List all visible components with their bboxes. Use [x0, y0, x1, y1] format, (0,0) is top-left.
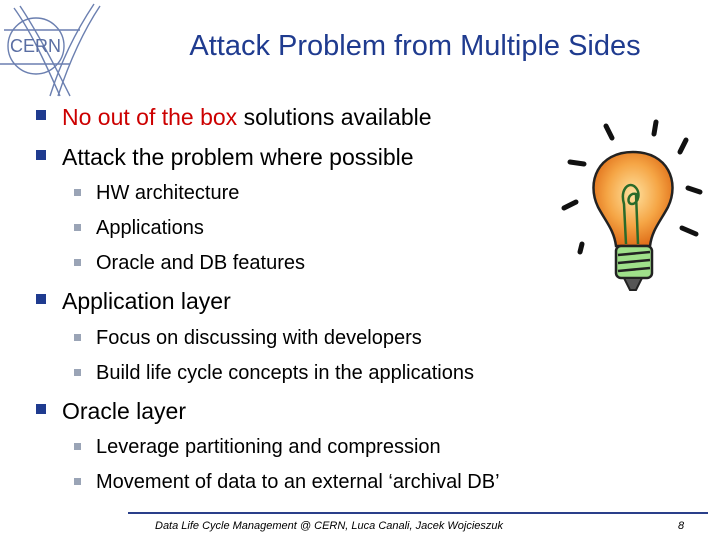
bullet-square-icon [36, 294, 46, 304]
sub-bullet: Build life cycle concepts in the applica… [74, 362, 474, 385]
sub-bullet-square-icon [74, 189, 81, 196]
bullet-3-text: Application layer [62, 288, 231, 314]
cern-logo-text: CERN [10, 36, 61, 56]
sub-bullet: Focus on discussing with developers [74, 327, 422, 350]
sub-bullet-square-icon [74, 443, 81, 450]
sub-bullet-text: Focus on discussing with developers [96, 327, 422, 349]
sub-bullet-text: Oracle and DB features [96, 252, 305, 274]
sub-bullet-square-icon [74, 369, 81, 376]
bullet-1-text: solutions available [237, 104, 432, 130]
sub-bullet-square-icon [74, 334, 81, 341]
sub-bullet: Leverage partitioning and compression [74, 436, 441, 459]
bullet-3: Application layer [36, 288, 231, 315]
bullet-4-text: Oracle layer [62, 398, 186, 424]
slide-title: Attack Problem from Multiple Sides [189, 30, 641, 62]
bullet-1-highlight: No out of the box [62, 104, 238, 130]
sub-bullet-text: Movement of data to an external ‘archiva… [96, 471, 500, 493]
footer-divider [128, 512, 708, 514]
sub-bullet: Oracle and DB features [74, 252, 305, 275]
bullet-2: Attack the problem where possible [36, 144, 414, 171]
cern-logo-icon: CERN [0, 3, 101, 97]
sub-bullet-square-icon [74, 224, 81, 231]
footer-text: Data Life Cycle Management @ CERN, Luca … [155, 520, 504, 532]
bullet-1: No out of the box solutions available [36, 104, 432, 131]
sub-bullet-text: HW architecture [96, 182, 240, 204]
page-number: 8 [678, 520, 685, 532]
sub-bullet: Movement of data to an external ‘archiva… [74, 471, 500, 494]
sub-bullet-text: Applications [96, 217, 204, 239]
sub-bullet: Applications [74, 217, 204, 240]
light-bulb-icon [561, 119, 703, 291]
bullet-4: Oracle layer [36, 398, 186, 425]
sub-bullet-square-icon [74, 259, 81, 266]
sub-bullet-text: Build life cycle concepts in the applica… [96, 362, 474, 384]
sub-bullet: HW architecture [74, 182, 240, 205]
bullet-square-icon [36, 110, 46, 120]
sub-bullet-square-icon [74, 478, 81, 485]
bullet-square-icon [36, 150, 46, 160]
bullet-2-text: Attack the problem where possible [62, 144, 414, 170]
bullet-square-icon [36, 404, 46, 414]
sub-bullet-text: Leverage partitioning and compression [96, 436, 441, 458]
